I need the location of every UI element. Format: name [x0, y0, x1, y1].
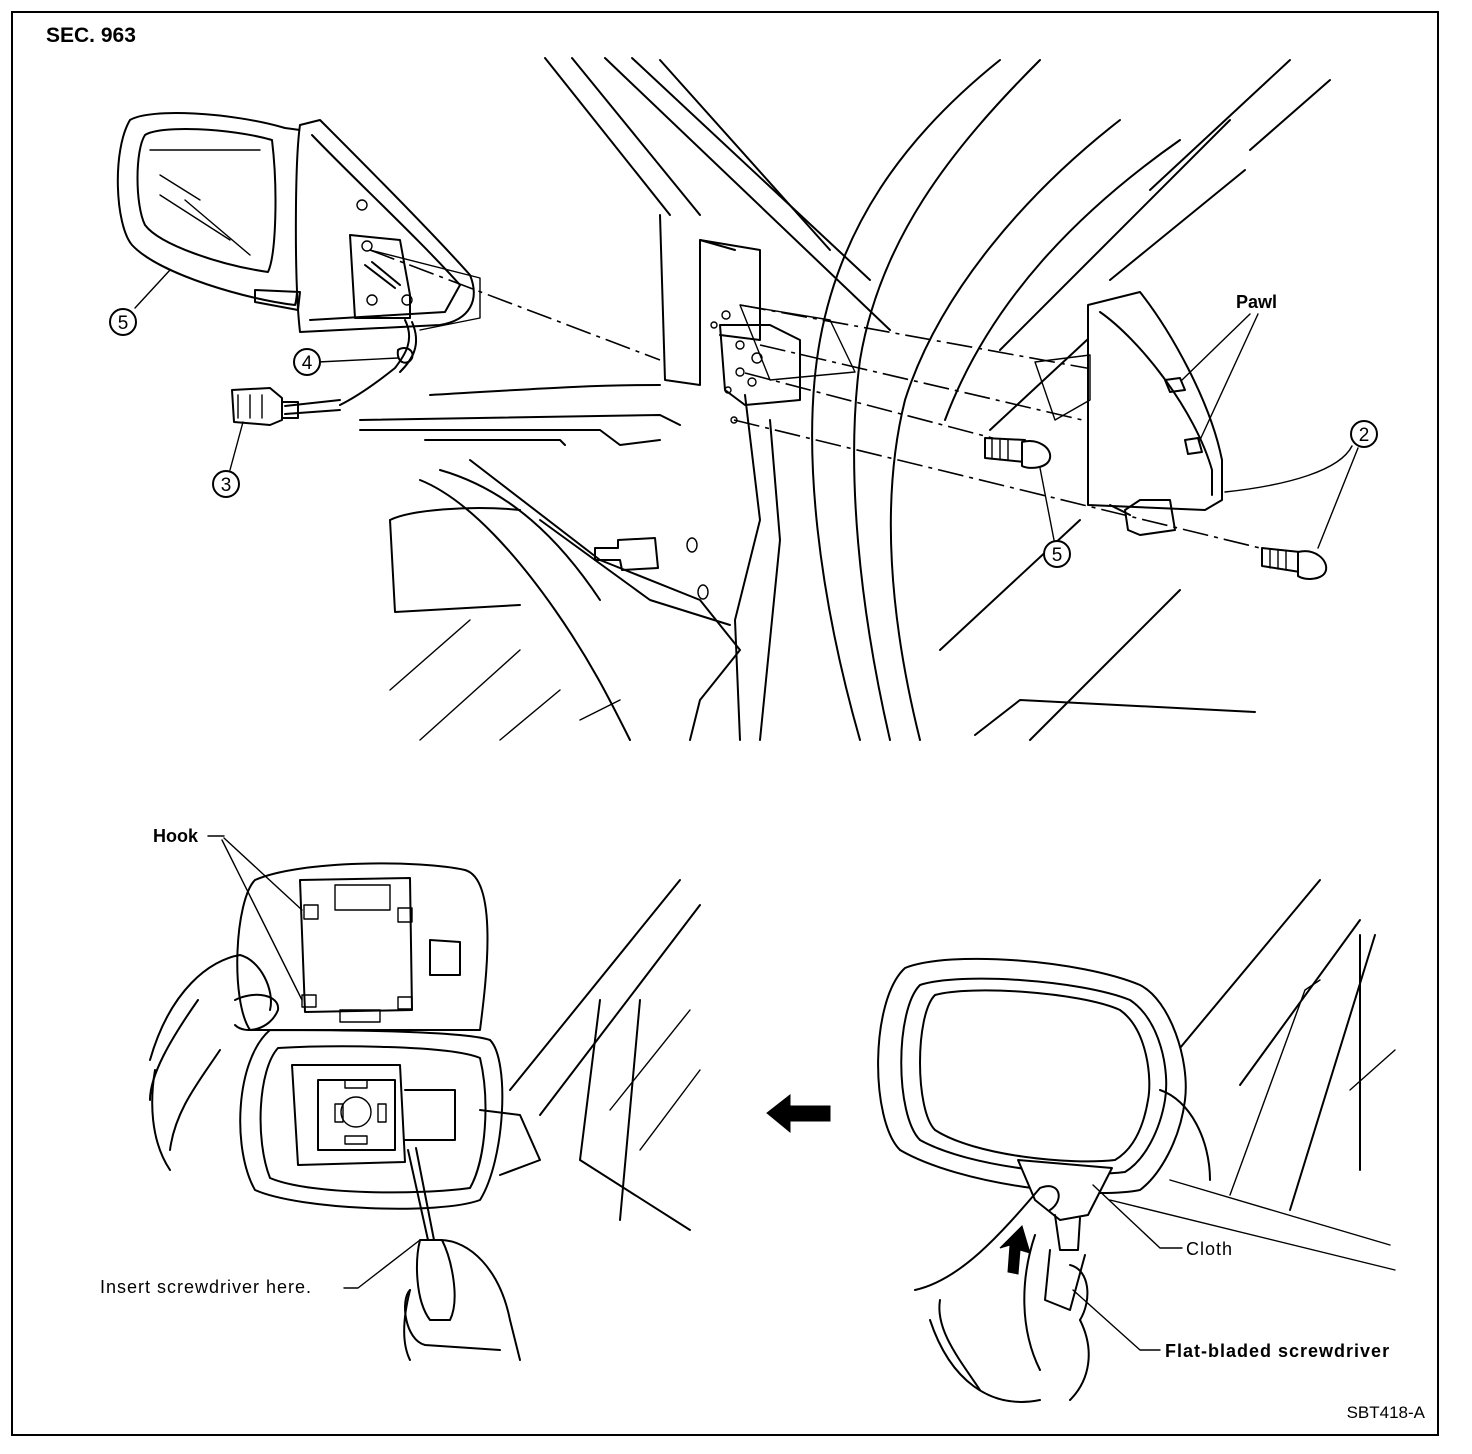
corner-cover-illustration	[1034, 291, 1223, 536]
svg-text:2: 2	[1359, 425, 1370, 446]
figure-frame	[11, 11, 1439, 1436]
svg-text:Pawl: Pawl	[1236, 292, 1277, 312]
mirror-back-illustration	[149, 862, 701, 1361]
assembly-guide-lines	[369, 249, 1261, 549]
label-flat-bladed-screwdriver: Flat-bladed screwdriver	[1072, 1289, 1390, 1361]
door-body-illustration	[359, 57, 1331, 741]
section-label: SEC. 963	[46, 24, 136, 47]
label-insert-screwdriver: Insert screwdriver here.	[100, 1239, 421, 1297]
label-hook: Hook	[153, 826, 303, 1001]
mirror-assembly-illustration	[116, 112, 481, 426]
svg-text:Hook: Hook	[153, 826, 199, 846]
left-arrow-icon	[766, 1093, 831, 1134]
callout-cover-and-bolt: 2	[1224, 420, 1378, 549]
cover-bolt	[1261, 547, 1328, 580]
svg-text:3: 3	[221, 475, 232, 496]
figure-code: SBT418-A	[1347, 1403, 1426, 1422]
callout-center-bolt: 5	[1039, 467, 1071, 568]
label-pawl: Pawl	[1181, 292, 1277, 441]
svg-text:4: 4	[302, 353, 313, 374]
svg-text:Insert screwdriver here.: Insert screwdriver here.	[100, 1277, 312, 1297]
svg-text:5: 5	[1052, 545, 1063, 566]
svg-text:Flat-bladed screwdriver: Flat-bladed screwdriver	[1165, 1341, 1390, 1361]
svg-text:Cloth: Cloth	[1186, 1239, 1233, 1259]
callout-harness-grommet: 4	[293, 348, 399, 376]
callout-connector: 3	[212, 421, 244, 498]
label-cloth: Cloth	[1092, 1184, 1233, 1259]
callout-mirror-glass: 5	[109, 269, 171, 336]
up-arrow-icon	[999, 1225, 1031, 1275]
mirror-front-illustration	[877, 879, 1396, 1403]
svg-text:5: 5	[118, 313, 129, 334]
center-bolt	[984, 437, 1052, 469]
